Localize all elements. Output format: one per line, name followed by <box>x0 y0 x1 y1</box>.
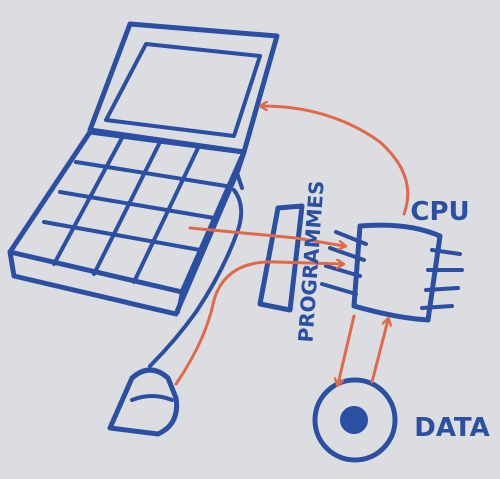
laptop-screen-inner <box>104 42 262 138</box>
arrow-cpu-to-screen <box>262 106 410 216</box>
laptop <box>7 21 280 317</box>
keyboard-grid-rows <box>42 160 228 252</box>
data-disk-center <box>340 406 368 434</box>
cpu-pins-left <box>320 230 368 296</box>
mouse-cable <box>148 188 244 368</box>
data-disk <box>312 377 398 463</box>
mouse <box>107 188 244 437</box>
data-label: DATA <box>414 413 490 443</box>
arrow-data-to-cpu <box>370 320 388 384</box>
laptop-base <box>7 149 247 317</box>
arrow-keyboard-to-cpu <box>188 226 344 246</box>
connection-arrows <box>174 106 410 386</box>
programmes-chip <box>257 203 305 313</box>
mouse-body <box>107 367 180 437</box>
keyboard-grid-cols <box>52 136 200 284</box>
cpu-body <box>351 222 443 323</box>
cpu-pins-right <box>420 248 464 310</box>
arrow-cpu-to-data <box>338 314 356 384</box>
arrow-mouse-to-cpu <box>174 262 342 386</box>
cpu-chip <box>320 222 464 323</box>
cpu-label: CPU <box>410 197 469 227</box>
data-disk-outer <box>312 377 398 463</box>
mouse-button-line <box>130 394 174 402</box>
